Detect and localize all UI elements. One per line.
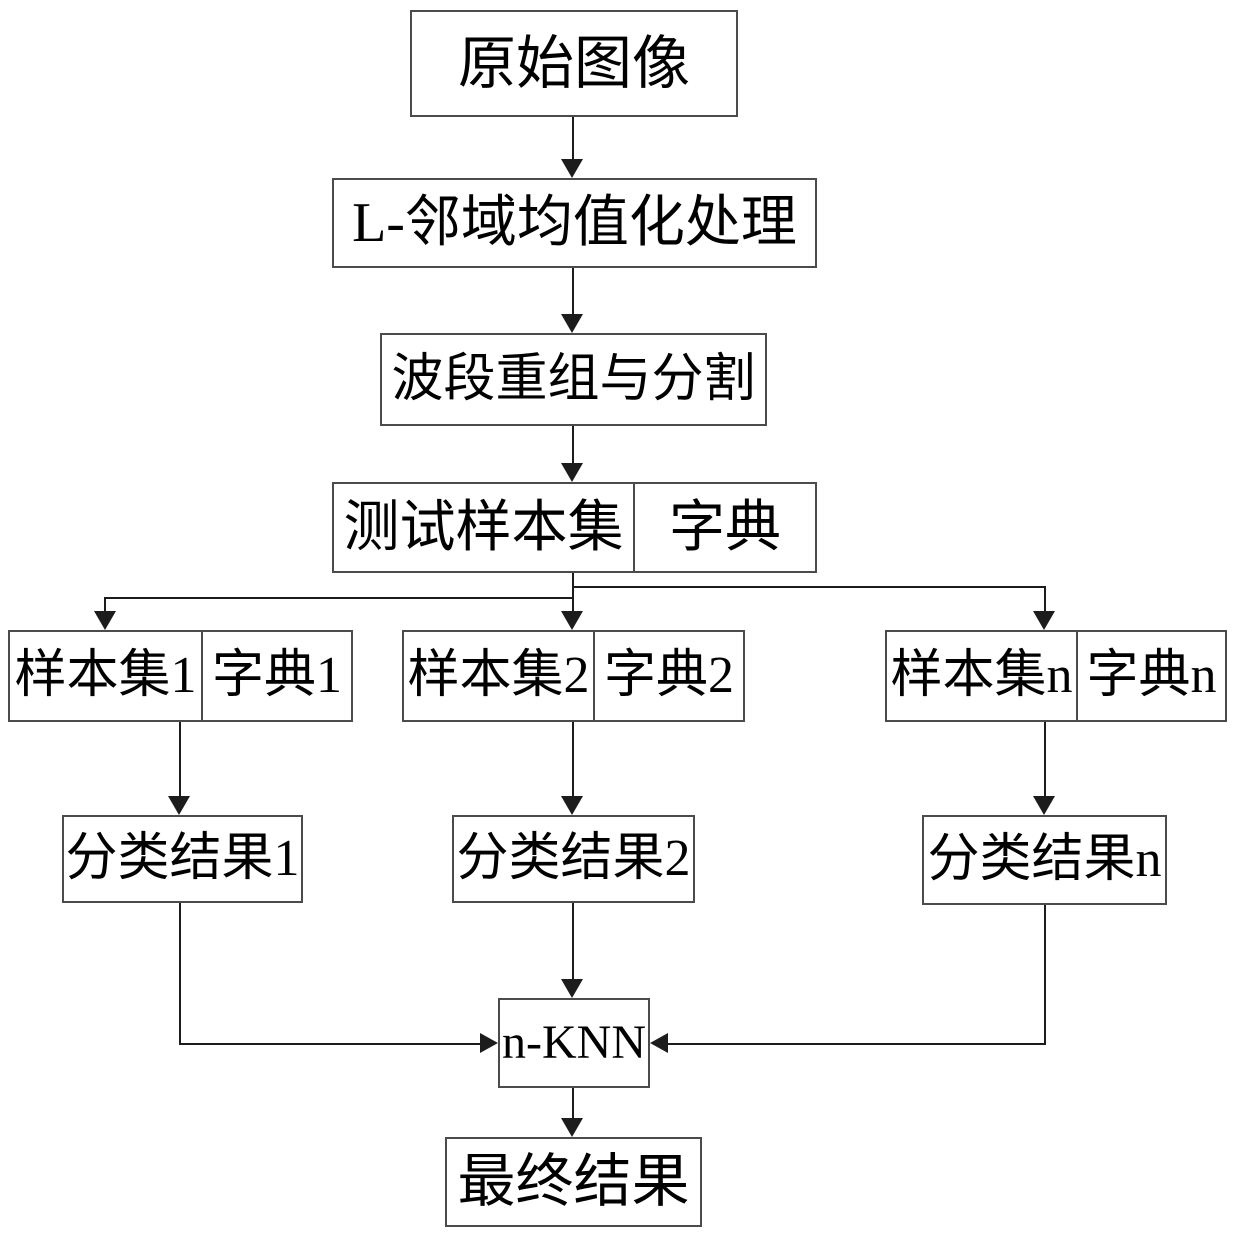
node-sample-dict-n: 样本集n 字典n <box>885 630 1227 722</box>
edge-resultn-to-nknn-hline <box>666 1043 1046 1045</box>
node-sample-dict-1: 样本集1 字典1 <box>8 630 353 722</box>
edge-testset-to-set2-line <box>572 573 574 613</box>
node-sample-set-n-label: 样本集n <box>890 647 1073 704</box>
edge-result2-to-nknn-arrowhead-icon <box>561 979 583 998</box>
edge-testset-to-set1-hline <box>104 597 574 599</box>
node-class-result-n: 分类结果n <box>922 815 1167 905</box>
edge-testset-to-set2-arrowhead-icon <box>561 611 583 630</box>
node-band-recombine-split-label: 波段重组与分割 <box>391 350 756 408</box>
edge-resultn-to-nknn-arrowhead-icon <box>650 1033 668 1053</box>
edge-lmean-to-band-arrowhead-icon <box>561 314 583 333</box>
edge-set2-to-result2-arrowhead-icon <box>561 796 583 815</box>
node-class-result-1-label: 分类结果1 <box>65 830 300 887</box>
node-dictionary-label: 字典 <box>669 496 781 559</box>
node-test-sample-dictionary: 测试样本集 字典 <box>332 482 817 573</box>
edge-nknn-to-final-line <box>572 1088 574 1120</box>
edge-band-to-testset-arrowhead-icon <box>561 463 583 482</box>
node-class-result-1: 分类结果1 <box>62 815 303 903</box>
node-dictionary-n-label: 字典n <box>1086 647 1217 704</box>
edge-testset-to-set1-vline <box>104 597 106 613</box>
edge-setn-to-resultn-arrowhead-icon <box>1033 796 1055 815</box>
node-sample-set-2-label: 样本集2 <box>407 647 590 704</box>
edge-result2-to-nknn-line <box>572 903 574 981</box>
node-dictionary-n: 字典n <box>1078 632 1225 720</box>
node-sample-set-2: 样本集2 <box>404 632 595 720</box>
edge-setn-to-resultn-line <box>1044 722 1046 798</box>
node-original-image: 原始图像 <box>410 10 738 117</box>
edge-testset-to-setn-hline <box>572 586 1046 588</box>
node-sample-set-n: 样本集n <box>887 632 1078 720</box>
edge-original-to-lmean-line <box>572 117 574 161</box>
edge-nknn-to-final-arrowhead-icon <box>561 1118 583 1137</box>
edge-lmean-to-band-line <box>572 268 574 316</box>
edge-testset-to-setn-vline <box>1044 586 1046 613</box>
node-dictionary: 字典 <box>635 484 815 571</box>
node-band-recombine-split: 波段重组与分割 <box>380 333 767 426</box>
node-class-result-n-label: 分类结果n <box>927 831 1162 888</box>
edge-set1-to-result1-line <box>179 722 181 798</box>
node-n-knn-label: n-KNN <box>502 1016 646 1069</box>
node-sample-set-1-label: 样本集1 <box>14 647 197 704</box>
edge-set2-to-result2-line <box>572 722 574 798</box>
node-final-result-label: 最终结果 <box>457 1149 690 1214</box>
edge-original-to-lmean-arrowhead-icon <box>561 159 583 178</box>
edge-result1-to-nknn-hline <box>179 1043 482 1045</box>
edge-result1-to-nknn-vline <box>179 903 181 1045</box>
node-n-knn: n-KNN <box>498 998 650 1088</box>
edge-band-to-testset-line <box>572 426 574 465</box>
edge-testset-to-setn-arrowhead-icon <box>1033 611 1055 630</box>
edge-resultn-to-nknn-vline <box>1044 905 1046 1045</box>
node-l-neighborhood-mean-label: L-邻域均值化处理 <box>352 192 797 254</box>
node-test-sample-set-label: 测试样本集 <box>343 496 624 559</box>
node-sample-dict-2: 样本集2 字典2 <box>402 630 745 722</box>
node-sample-set-1: 样本集1 <box>10 632 203 720</box>
node-dictionary-1: 字典1 <box>203 632 351 720</box>
node-l-neighborhood-mean: L-邻域均值化处理 <box>332 178 817 268</box>
node-dictionary-1-label: 字典1 <box>211 647 342 704</box>
node-final-result: 最终结果 <box>445 1137 702 1227</box>
node-test-sample-set: 测试样本集 <box>334 484 635 571</box>
node-original-image-label: 原始图像 <box>457 30 690 96</box>
edge-testset-to-set1-arrowhead-icon <box>94 611 116 630</box>
node-class-result-2: 分类结果2 <box>452 815 695 903</box>
edge-result1-to-nknn-arrowhead-icon <box>480 1033 498 1053</box>
node-class-result-2-label: 分类结果2 <box>456 830 691 887</box>
edge-set1-to-result1-arrowhead-icon <box>168 796 190 815</box>
node-dictionary-2: 字典2 <box>595 632 743 720</box>
node-dictionary-2-label: 字典2 <box>603 647 734 704</box>
